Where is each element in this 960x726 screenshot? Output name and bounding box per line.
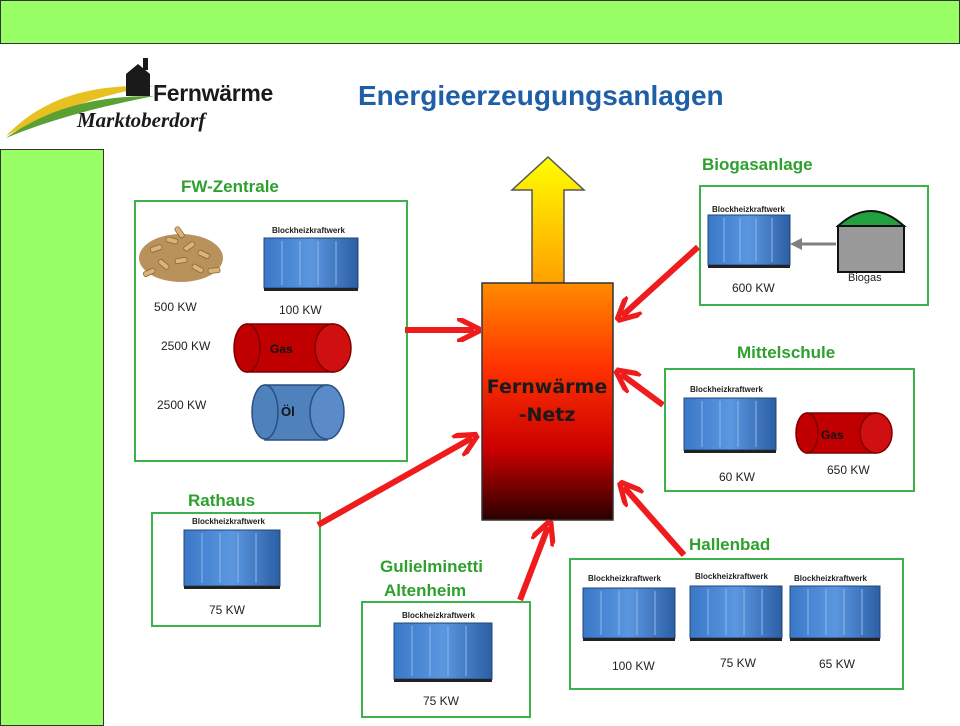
oil-tank-label: Öl: [281, 404, 295, 419]
network-label-line2: -Netz: [518, 404, 576, 426]
logo-subtitle: Marktoberdorf: [77, 108, 206, 132]
capacity-fw-pellets: 500 KW: [154, 300, 197, 314]
label-rathaus: Rathaus: [188, 491, 256, 510]
fw-zentrale-box: [134, 200, 408, 462]
capacity-rathaus: 75 KW: [209, 603, 246, 617]
bhkw-caption: Blockheizkraftwerk: [695, 572, 768, 581]
biogas-label: Biogas: [848, 272, 882, 284]
logo-swoosh-icon: [6, 58, 154, 138]
capacity-fw-gas: 2500 KW: [161, 339, 211, 353]
label-altenheim: Altenheim: [384, 581, 467, 600]
arrow-hallenbad: [624, 487, 687, 557]
bhkw-caption: Blockheizkraftwerk: [712, 205, 785, 214]
bhkw-caption: Blockheizkraftwerk: [272, 226, 345, 235]
label-fw-zentrale: FW-Zentrale: [181, 177, 279, 196]
label-gulielminetti: Gulielminetti: [380, 557, 483, 576]
side-banner: [0, 149, 104, 726]
gas-tank-label: Gas: [821, 428, 844, 442]
arrow-altenheim: [517, 527, 548, 602]
arrow-biogas: [622, 244, 701, 316]
label-mittelschule: Mittelschule: [737, 343, 836, 362]
capacity-hallenbad-1: 100 KW: [612, 659, 655, 673]
bhkw-caption: Blockheizkraftwerk: [402, 611, 475, 620]
bhkw-caption: Blockheizkraftwerk: [192, 517, 265, 526]
label-biogasanlage: Biogasanlage: [702, 155, 813, 174]
capacity-mittelschule-gas: 650 KW: [827, 463, 870, 477]
heat-up-arrow: [510, 155, 586, 284]
capacity-fw-bhkw: 100 KW: [279, 303, 322, 317]
capacity-mittelschule-bhkw: 60 KW: [719, 470, 756, 484]
capacity-hallenbad-3: 65 KW: [819, 657, 856, 671]
bhkw-caption: Blockheizkraftwerk: [794, 574, 867, 583]
capacity-hallenbad-2: 75 KW: [720, 656, 757, 670]
logo-title: Fernwärme: [153, 80, 274, 106]
top-banner: [0, 0, 960, 44]
page-title: Energieerzeugungsanlagen: [358, 80, 724, 111]
network-label-line1: Fernwärme: [486, 376, 608, 398]
capacity-altenheim: 75 KW: [423, 694, 460, 708]
capacity-fw-oel: 2500 KW: [157, 398, 207, 412]
capacity-biogas: 600 KW: [732, 281, 775, 295]
network-label: Fernwärme -Netz: [482, 373, 612, 429]
label-hallenbad: Hallenbad: [689, 535, 771, 554]
gas-tank-label: Gas: [270, 342, 293, 356]
bhkw-caption: Blockheizkraftwerk: [690, 385, 763, 394]
bhkw-caption: Blockheizkraftwerk: [588, 574, 661, 583]
arrow-mittelschule: [621, 374, 665, 408]
